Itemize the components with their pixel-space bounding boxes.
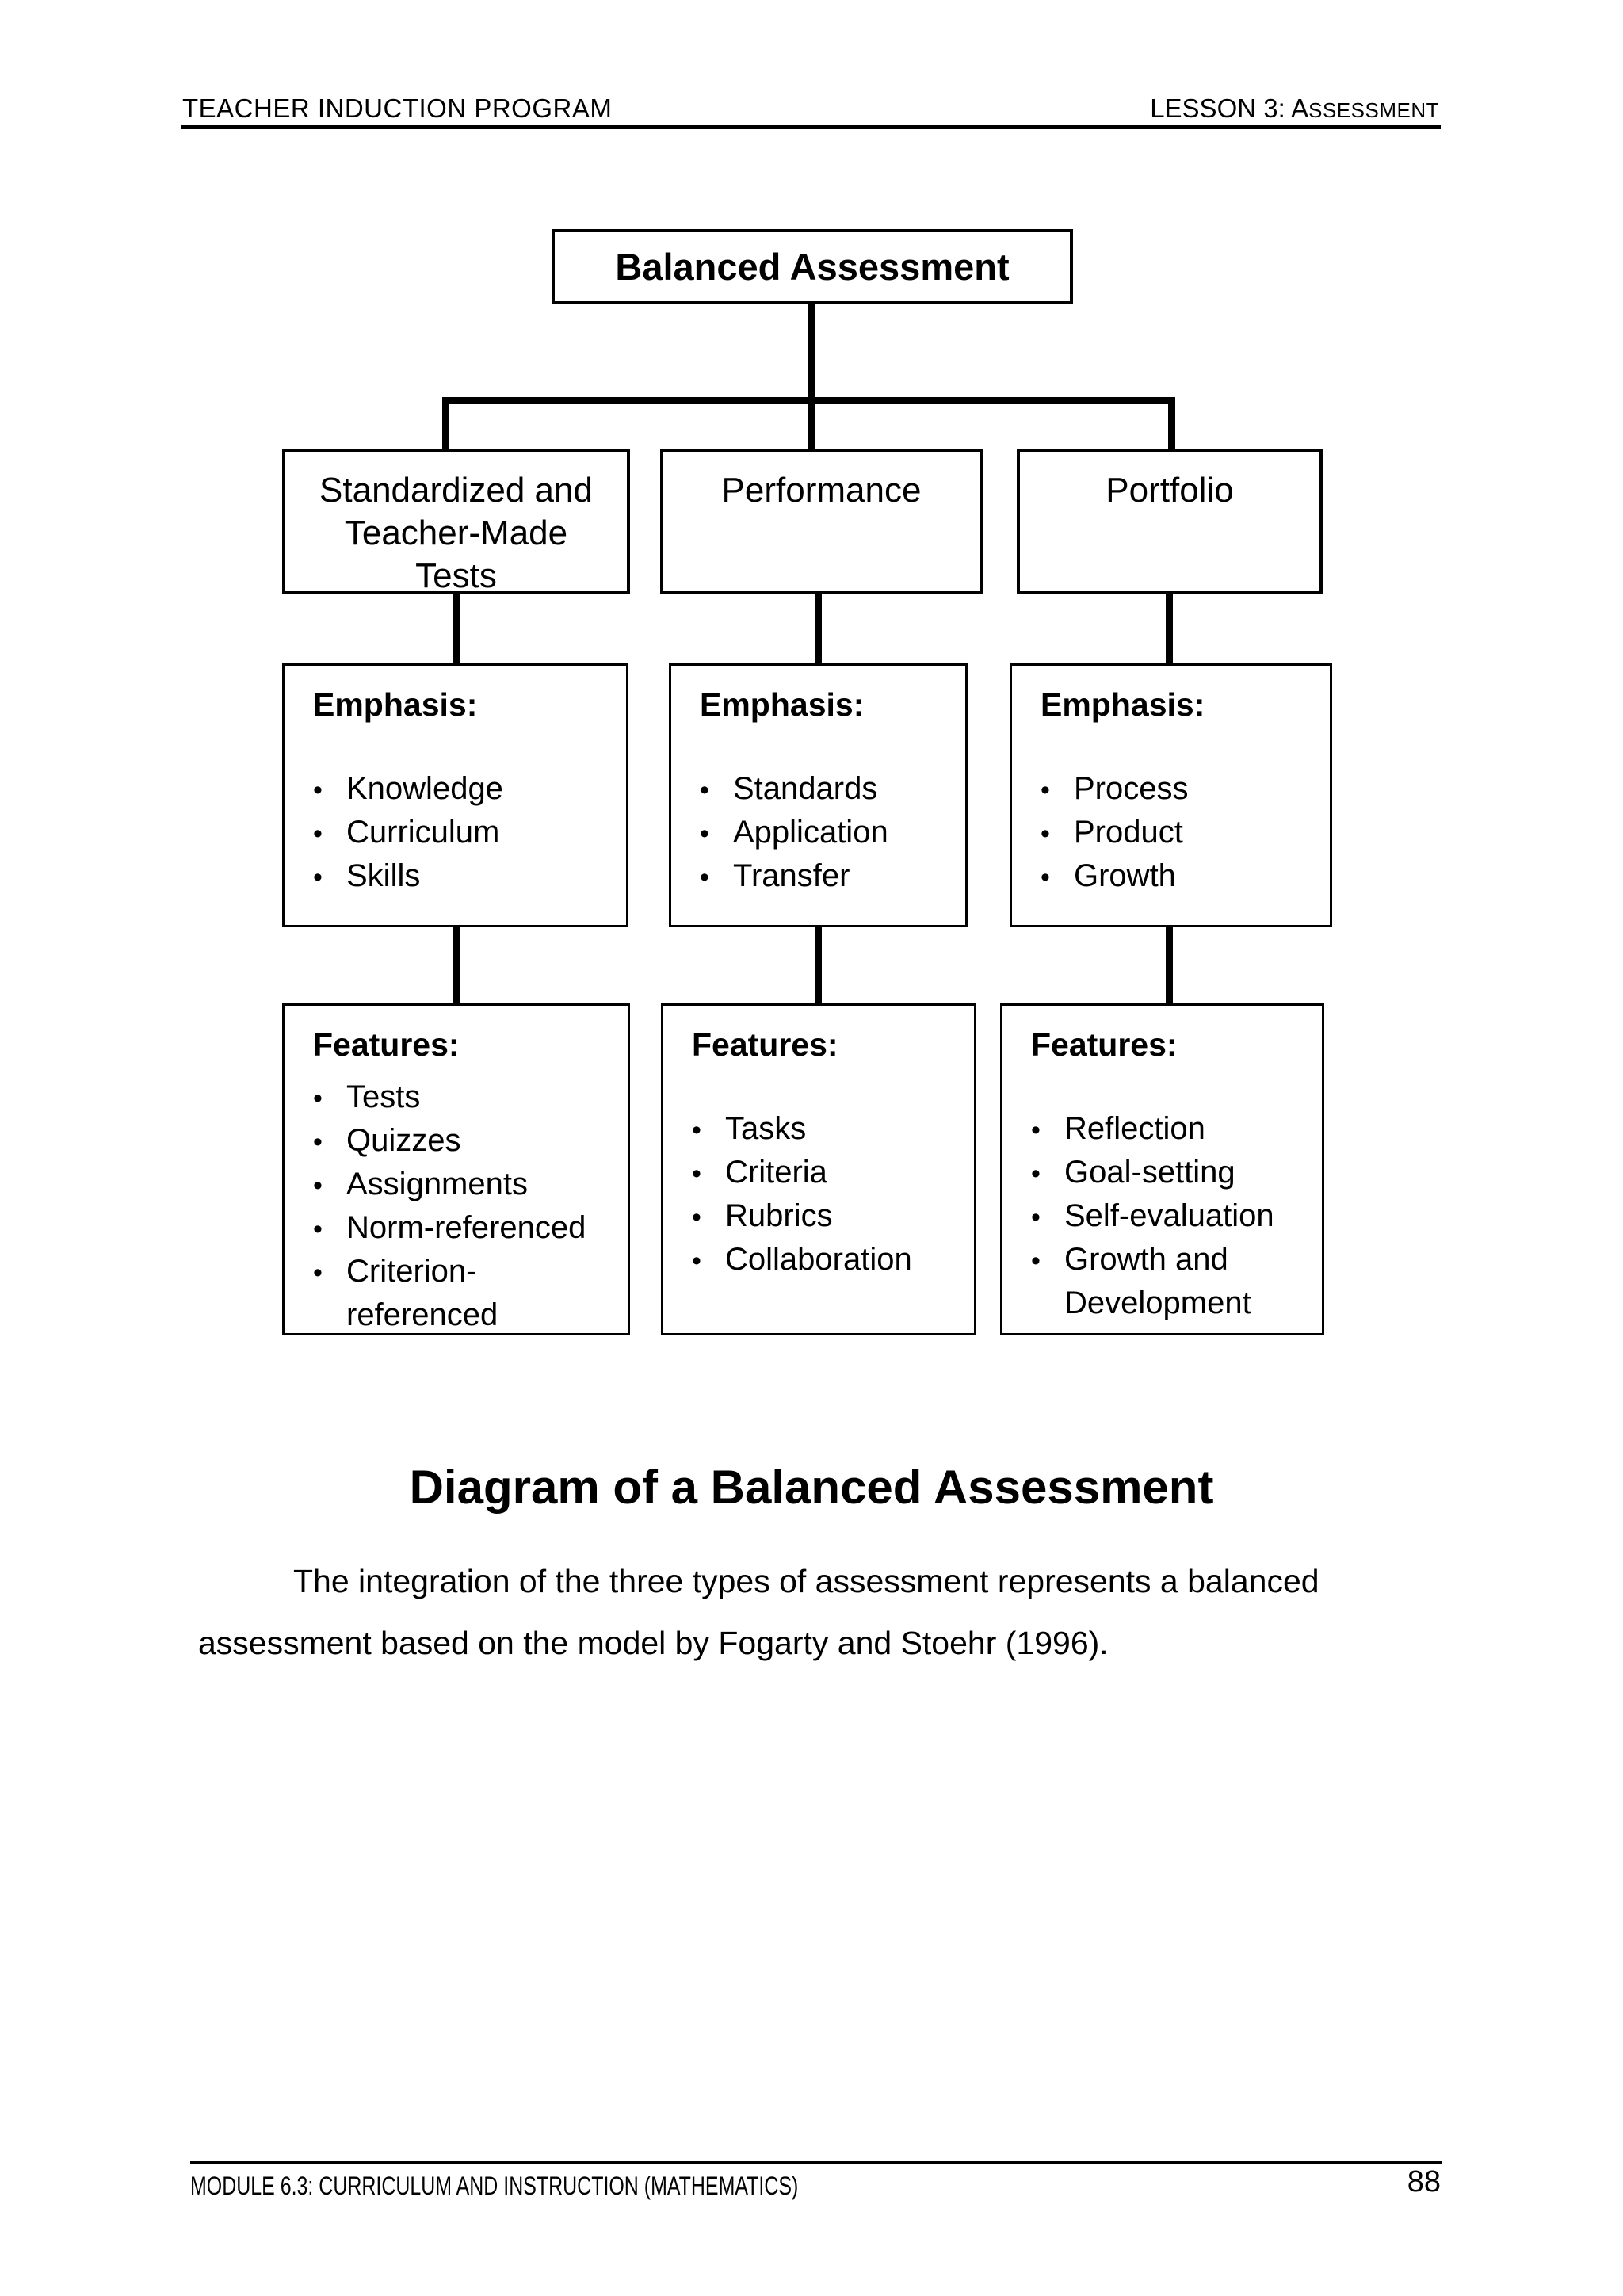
connector-drop-left [442, 397, 449, 449]
features-heading: Features: [313, 1026, 460, 1063]
features-bullet-item: Quizzes [313, 1120, 605, 1163]
footer-module-text: MODULE 6.3: CURRICULUM AND INSTRUCTION (… [190, 2172, 799, 2200]
emphasis-box-portfolio: Emphasis: ProcessProductGrowth [1010, 663, 1332, 927]
type-box-performance: Performance [660, 449, 983, 594]
emphasis-list: StandardsApplicationTransfer [700, 768, 943, 899]
features-bullet-item: Criterion-referenced [313, 1251, 605, 1336]
diagram-root-label: Balanced Assessment [615, 246, 1010, 288]
connector-trunk-line [808, 304, 815, 398]
type-label: Performance [721, 471, 922, 510]
features-heading: Features: [1031, 1026, 1178, 1063]
features-bullet-item: Self-evaluation [1031, 1195, 1300, 1239]
emphasis-bullet-item: Application [700, 812, 943, 855]
emphasis-bullet-item: Knowledge [313, 768, 604, 812]
header-lesson-label-smallcaps: SSESSMENT [1308, 98, 1439, 122]
features-bullet-item: Collaboration [692, 1239, 952, 1282]
features-box-standardized-tests: Features: TestsQuizzesAssignmentsNorm-re… [282, 1003, 630, 1335]
features-heading: Features: [692, 1026, 838, 1063]
emphasis-heading: Emphasis: [1041, 686, 1205, 723]
connector-col1-features [453, 927, 460, 1003]
header-right-text: LESSON 3: ASSESSMENT [1150, 94, 1439, 124]
type-label: Standardized and Teacher-Made Tests [319, 471, 593, 595]
emphasis-bullet-item: Curriculum [313, 812, 604, 855]
emphasis-bullet-item: Standards [700, 768, 943, 812]
type-label: Portfolio [1106, 471, 1234, 510]
features-list: TasksCriteriaRubricsCollaboration [692, 1108, 952, 1282]
features-bullet-item: Reflection [1031, 1108, 1300, 1152]
features-bullet-item: Tasks [692, 1108, 952, 1152]
connector-col3-features [1166, 927, 1173, 1003]
emphasis-heading: Emphasis: [313, 686, 478, 723]
page-number: 88 [1407, 2165, 1441, 2199]
features-bullet-item: Tests [313, 1076, 605, 1120]
emphasis-bullet-item: Transfer [700, 855, 943, 899]
emphasis-bullet-item: Product [1041, 812, 1308, 855]
features-bullet-item: Assignments [313, 1163, 605, 1207]
header-left-text: TEACHER INDUCTION PROGRAM [182, 94, 613, 123]
features-bullet-item: Rubrics [692, 1195, 952, 1239]
features-list: TestsQuizzesAssignmentsNorm-referencedCr… [313, 1076, 605, 1336]
connector-drop-right [1168, 397, 1175, 449]
features-box-portfolio: Features: ReflectionGoal-settingSelf-eva… [1000, 1003, 1324, 1335]
connector-drop-middle [808, 397, 815, 449]
type-box-standardized-tests: Standardized and Teacher-Made Tests [282, 449, 630, 595]
emphasis-heading: Emphasis: [700, 686, 865, 723]
body-paragraph: The integration of the three types of as… [198, 1563, 1319, 1661]
diagram-caption-title: Diagram of a Balanced Assessment [409, 1461, 1214, 1514]
connector-col2-emphasis [815, 594, 822, 664]
features-box-performance: Features: TasksCriteriaRubricsCollaborat… [661, 1003, 976, 1335]
emphasis-list: KnowledgeCurriculumSkills [313, 768, 604, 899]
emphasis-bullet-item: Growth [1041, 855, 1308, 899]
features-bullet-item: Criteria [692, 1152, 952, 1195]
diagram-root-box: Balanced Assessment [552, 229, 1073, 304]
header-rule [181, 125, 1441, 129]
footer-rule [190, 2161, 1442, 2164]
connector-col2-features [815, 927, 822, 1003]
connector-col1-emphasis [453, 594, 460, 664]
emphasis-bullet-item: Skills [313, 855, 604, 899]
type-box-portfolio: Portfolio [1017, 449, 1323, 594]
emphasis-box-performance: Emphasis: StandardsApplicationTransfer [669, 663, 968, 927]
features-list: ReflectionGoal-settingSelf-evaluationGro… [1031, 1108, 1300, 1324]
emphasis-box-standardized-tests: Emphasis: KnowledgeCurriculumSkills [282, 663, 628, 927]
header-lesson-label: LESSON 3: A [1150, 94, 1309, 123]
features-bullet-item: Growth and Development [1031, 1239, 1300, 1324]
features-bullet-item: Goal-setting [1031, 1152, 1300, 1195]
connector-col3-emphasis [1166, 594, 1173, 664]
emphasis-list: ProcessProductGrowth [1041, 768, 1308, 899]
features-bullet-item: Norm-referenced [313, 1207, 605, 1251]
emphasis-bullet-item: Process [1041, 768, 1308, 812]
